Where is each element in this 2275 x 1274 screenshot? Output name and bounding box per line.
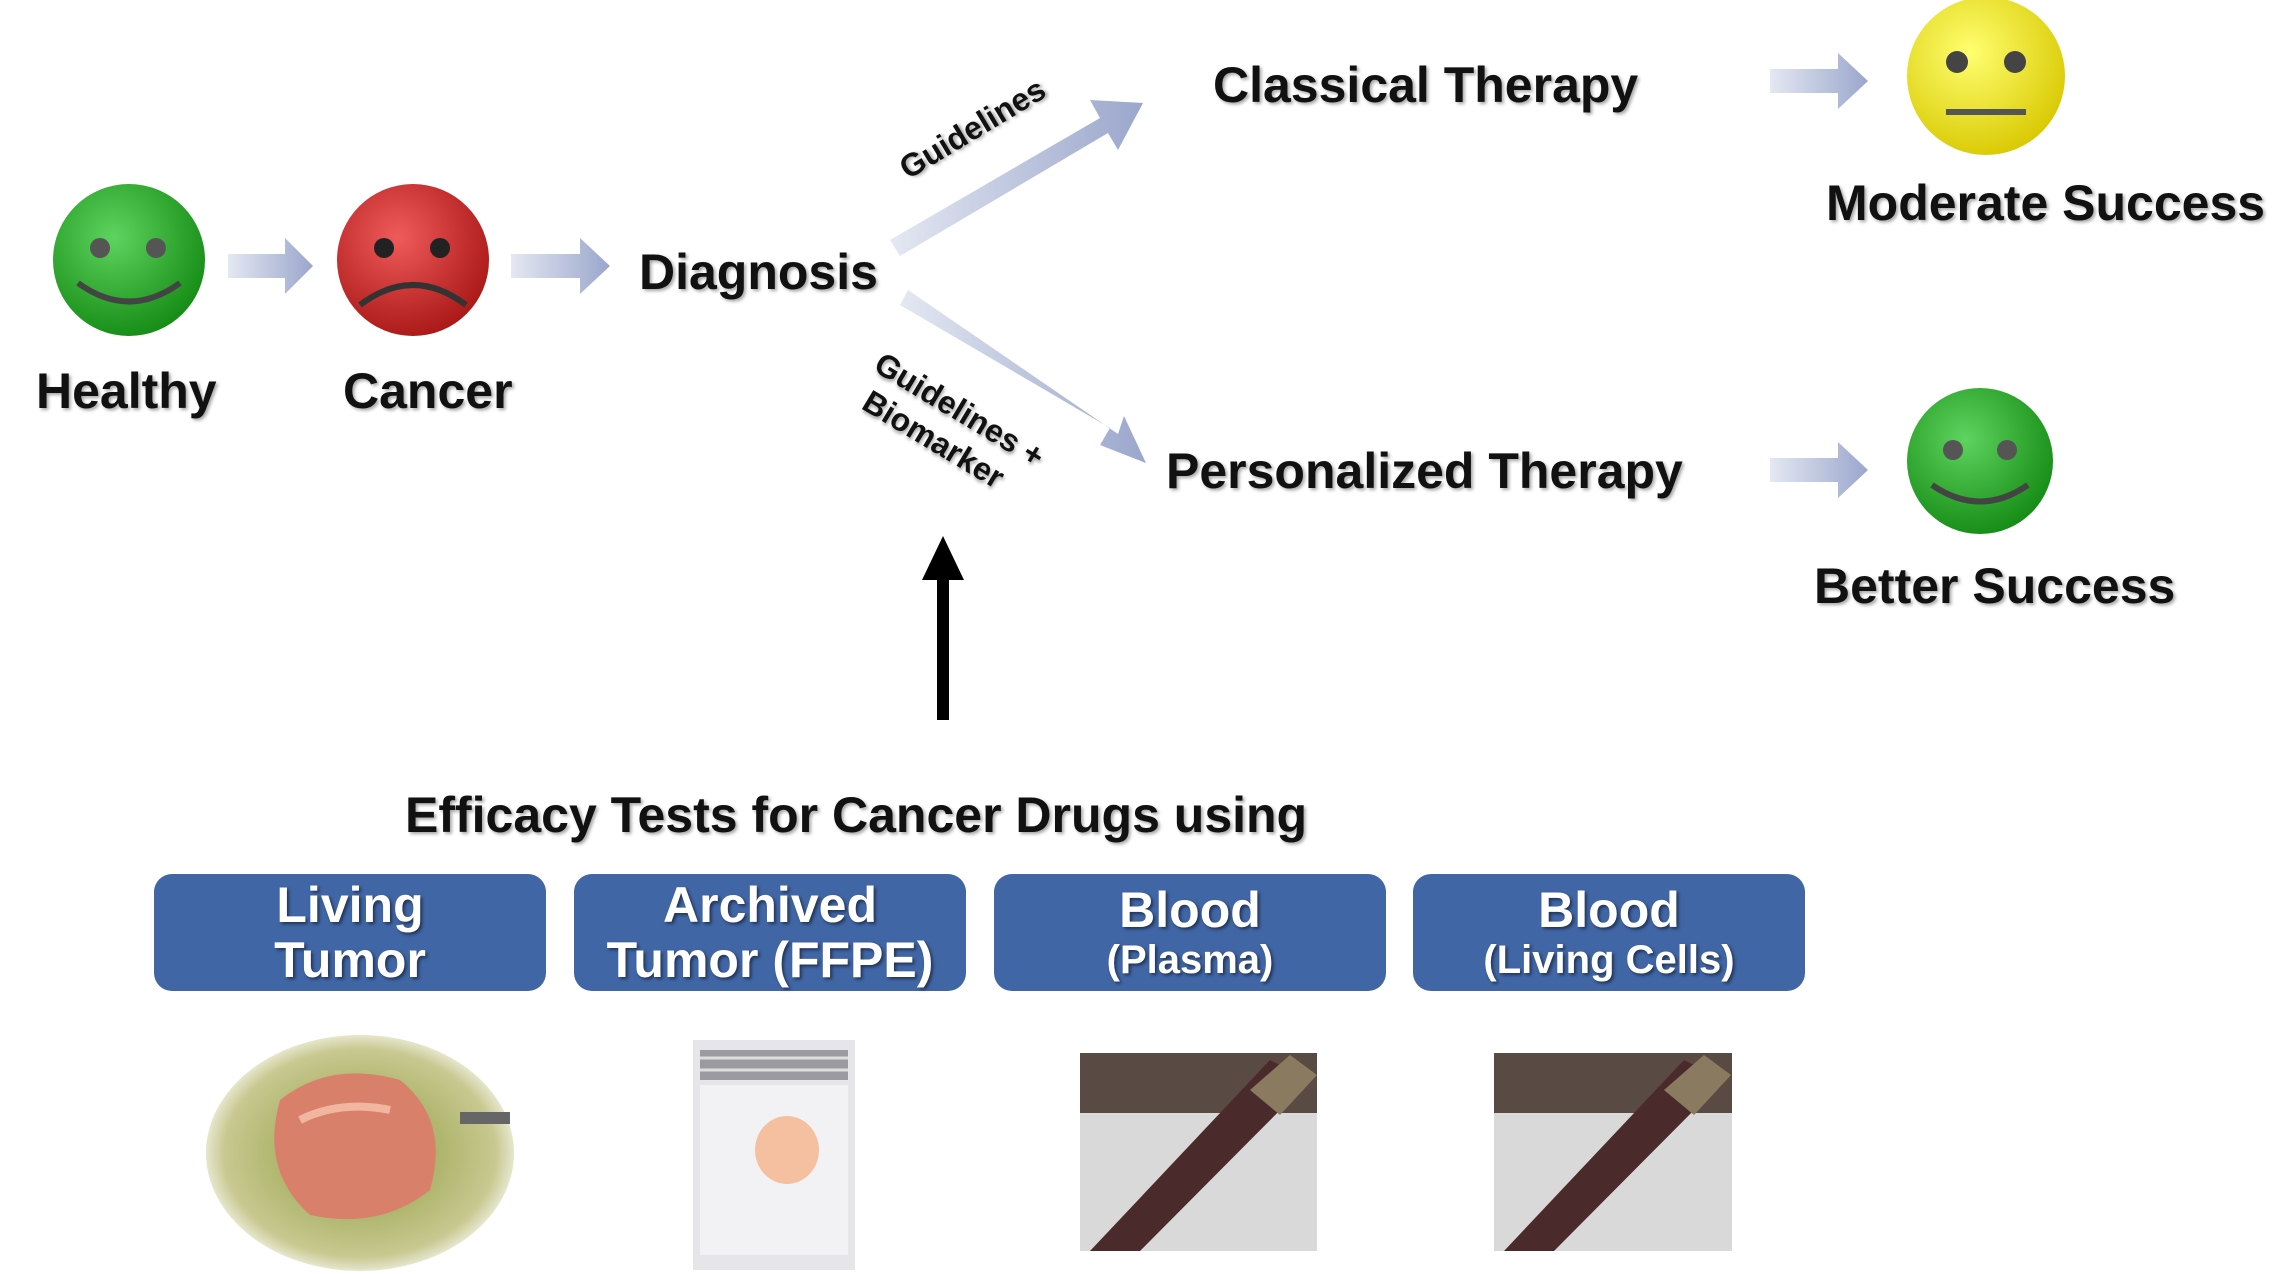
label-better-success: Better Success [1814, 558, 2176, 614]
label-healthy: Healthy [36, 363, 217, 419]
label-classical-therapy: Classical Therapy [1213, 57, 1639, 113]
biomarker-arrow-icon [900, 290, 1146, 463]
efficacy-title: Efficacy Tests for Cancer Drugs using [405, 787, 1308, 843]
method-line1: Blood [1538, 882, 1680, 938]
ffpe-tumor-image [693, 1040, 855, 1270]
blood-plasma-image [1080, 1053, 1317, 1251]
label-personalized-therapy: Personalized Therapy [1166, 443, 1683, 499]
method-line2: (Living Cells) [1483, 938, 1735, 982]
living-tumor-image [206, 1035, 514, 1271]
label-diagnosis: Diagnosis [639, 244, 878, 300]
neutral-face-icon [1907, 0, 2065, 155]
method-blood-plasma: Blood (Plasma) [994, 874, 1386, 991]
method-line1: Living [276, 876, 424, 933]
up-arrow-icon [922, 536, 964, 720]
happy-face-icon [1907, 388, 2053, 534]
method-line1: Archived [663, 876, 877, 933]
method-line2: Tumor [274, 931, 426, 988]
method-line2: (Plasma) [1106, 938, 1274, 982]
healthy-face-icon [53, 184, 205, 336]
guidelines-arrow-icon [890, 100, 1143, 256]
cancer-face-icon [337, 184, 489, 336]
label-moderate-success: Moderate Success [1826, 175, 2266, 231]
blood-cells-image [1494, 1053, 1732, 1251]
method-line2: Tumor (FFPE) [606, 931, 934, 988]
method-living-tumor: Living Tumor [154, 874, 546, 991]
method-blood-cells: Blood (Living Cells) [1413, 874, 1805, 991]
method-line1: Blood [1119, 882, 1261, 938]
flow-arrow-icon [228, 53, 1868, 498]
method-archived-tumor: Archived Tumor (FFPE) [574, 874, 966, 991]
label-cancer: Cancer [343, 363, 513, 419]
